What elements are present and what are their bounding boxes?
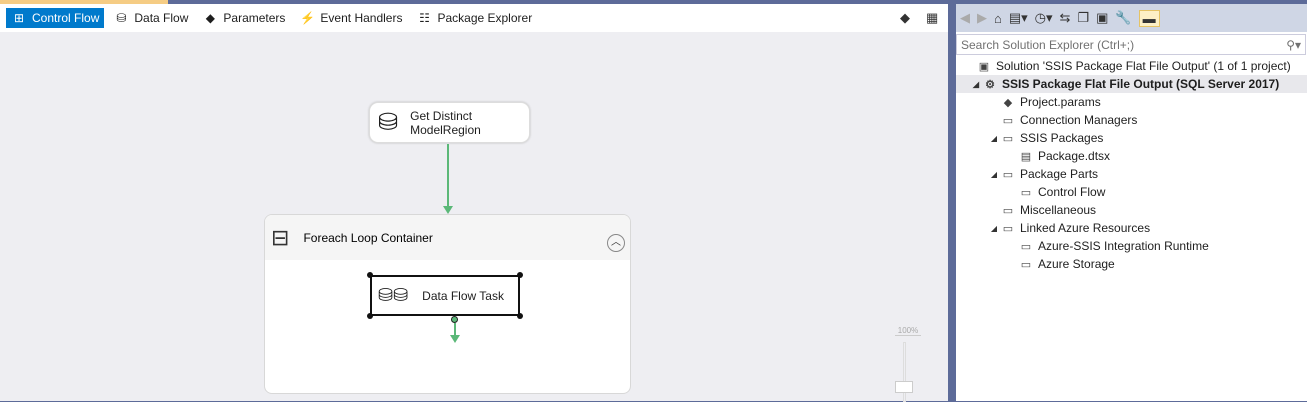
variables-icon[interactable]: ▦: [926, 10, 939, 25]
foreach-loop-icon: ⊟: [271, 224, 290, 250]
properties-icon[interactable]: 🔧: [1115, 10, 1132, 25]
container-header: ⊟ Foreach Loop Container ︿: [265, 215, 630, 260]
folder-icon: ▭: [1020, 258, 1032, 271]
tree-item[interactable]: ▤Package.dtsx: [956, 147, 1307, 165]
expand-arrow-icon[interactable]: ◢: [990, 133, 998, 143]
folder-icon: ▭: [1002, 168, 1014, 181]
precedence-constraint[interactable]: [447, 144, 449, 208]
event-handlers-icon: ⚡: [299, 11, 315, 25]
tree-item[interactable]: ◢▭Package Parts: [956, 165, 1307, 183]
foreach-loop-container[interactable]: ⊟ Foreach Loop Container ︿ ⛁⛁ Data Flow …: [264, 214, 631, 394]
task-data-flow[interactable]: ⛁⛁ Data Flow Task: [370, 275, 520, 316]
tree-item[interactable]: ◢▭SSIS Packages: [956, 129, 1307, 147]
folder-icon: ◆: [1003, 96, 1013, 109]
package-icon[interactable]: ◆: [900, 10, 910, 25]
show-all-files-icon[interactable]: ▣: [1096, 10, 1109, 25]
expand-arrow-icon[interactable]: ◢: [990, 169, 998, 179]
sync-icon[interactable]: ⇆: [1059, 10, 1071, 25]
folder-icon: ▭: [1020, 186, 1032, 199]
zoom-slider[interactable]: 100%: [895, 326, 921, 402]
resize-handle[interactable]: [367, 272, 373, 278]
designer-tabs: ⊞Control Flow ⛁Data Flow ◆Parameters ⚡Ev…: [0, 4, 948, 32]
package-explorer-icon: ☷: [419, 11, 430, 25]
tab-package-explorer[interactable]: ☷Package Explorer: [411, 8, 537, 28]
solution-tree: ▣Solution 'SSIS Package Flat File Output…: [956, 55, 1307, 273]
pending-changes-icon[interactable]: ◷▾: [1034, 10, 1053, 25]
resize-handle[interactable]: [517, 313, 523, 319]
preview-icon[interactable]: ▬: [1138, 9, 1160, 27]
folder-icon: ▭: [1002, 204, 1014, 217]
home-icon[interactable]: ⌂: [994, 10, 1002, 26]
tree-item[interactable]: ◢⚙SSIS Package Flat File Output (SQL Ser…: [956, 75, 1307, 93]
tab-control-flow[interactable]: ⊞Control Flow: [6, 8, 105, 28]
task-get-distinct-modelregion[interactable]: ⛁ Get Distinct ModelRegion: [369, 102, 530, 143]
data-flow-task-icon: ⛁⛁: [378, 285, 409, 305]
connector-handle[interactable]: [451, 316, 458, 323]
folder-icon: ▭: [1002, 132, 1014, 145]
project-icon: ⚙: [985, 78, 995, 91]
folder-icon: ▤: [1020, 150, 1032, 163]
search-icon[interactable]: ⚲▾: [1286, 37, 1301, 52]
parameters-icon: ◆: [205, 11, 215, 25]
data-flow-icon: ⛁: [116, 11, 127, 25]
folder-icon: ▭: [1020, 240, 1032, 253]
tree-item[interactable]: ▭Miscellaneous: [956, 201, 1307, 219]
tree-item[interactable]: ◢▭Linked Azure Resources: [956, 219, 1307, 237]
tab-data-flow[interactable]: ⛁Data Flow: [108, 8, 193, 28]
active-document-tab[interactable]: [0, 0, 168, 4]
arrowhead: [450, 335, 460, 343]
resize-handle[interactable]: [367, 313, 373, 319]
switch-views-icon[interactable]: ▤▾: [1008, 10, 1028, 25]
tree-item[interactable]: ▭Azure Storage: [956, 255, 1307, 273]
tree-item[interactable]: ▣Solution 'SSIS Package Flat File Output…: [956, 57, 1307, 75]
project-icon: ▣: [978, 60, 990, 73]
search-input[interactable]: Search Solution Explorer (Ctrl+;) ⚲▾: [956, 34, 1306, 55]
solution-explorer-toolbar: ◀ ▶ ⌂ ▤▾ ◷▾ ⇆ ❐ ▣ 🔧 ▬: [956, 4, 1307, 32]
resize-handle[interactable]: [517, 272, 523, 278]
tab-event-handlers[interactable]: ⚡Event Handlers: [299, 11, 403, 25]
arrowhead: [443, 206, 453, 214]
tree-item[interactable]: ▭Connection Managers: [956, 111, 1307, 129]
expand-arrow-icon[interactable]: ◢: [972, 79, 980, 89]
tree-item[interactable]: ▭Control Flow: [956, 183, 1307, 201]
document-tab-strip: [0, 0, 948, 4]
solution-explorer: ◀ ▶ ⌂ ▤▾ ◷▾ ⇆ ❐ ▣ 🔧 ▬ Search Solution Ex…: [956, 4, 1307, 401]
collapse-all-icon[interactable]: ❐: [1077, 10, 1090, 25]
folder-icon: ▭: [1002, 114, 1014, 127]
tab-parameters[interactable]: ◆Parameters: [197, 8, 290, 28]
folder-icon: ▭: [1002, 222, 1014, 235]
back-icon[interactable]: ◀: [960, 10, 970, 25]
expand-arrow-icon[interactable]: ◢: [990, 223, 998, 233]
tree-item[interactable]: ▭Azure-SSIS Integration Runtime: [956, 237, 1307, 255]
zoom-thumb[interactable]: [895, 381, 913, 393]
zoom-track[interactable]: [903, 342, 906, 402]
control-flow-icon: ⊞: [13, 11, 25, 25]
execute-sql-icon: ⛁: [378, 109, 399, 136]
collapse-button[interactable]: ︿: [607, 234, 625, 252]
tree-item[interactable]: ◆Project.params: [956, 93, 1307, 111]
forward-icon[interactable]: ▶: [977, 10, 987, 25]
connector-arrow[interactable]: [454, 323, 456, 337]
package-designer: ⊞Control Flow ⛁Data Flow ◆Parameters ⚡Ev…: [0, 4, 948, 402]
